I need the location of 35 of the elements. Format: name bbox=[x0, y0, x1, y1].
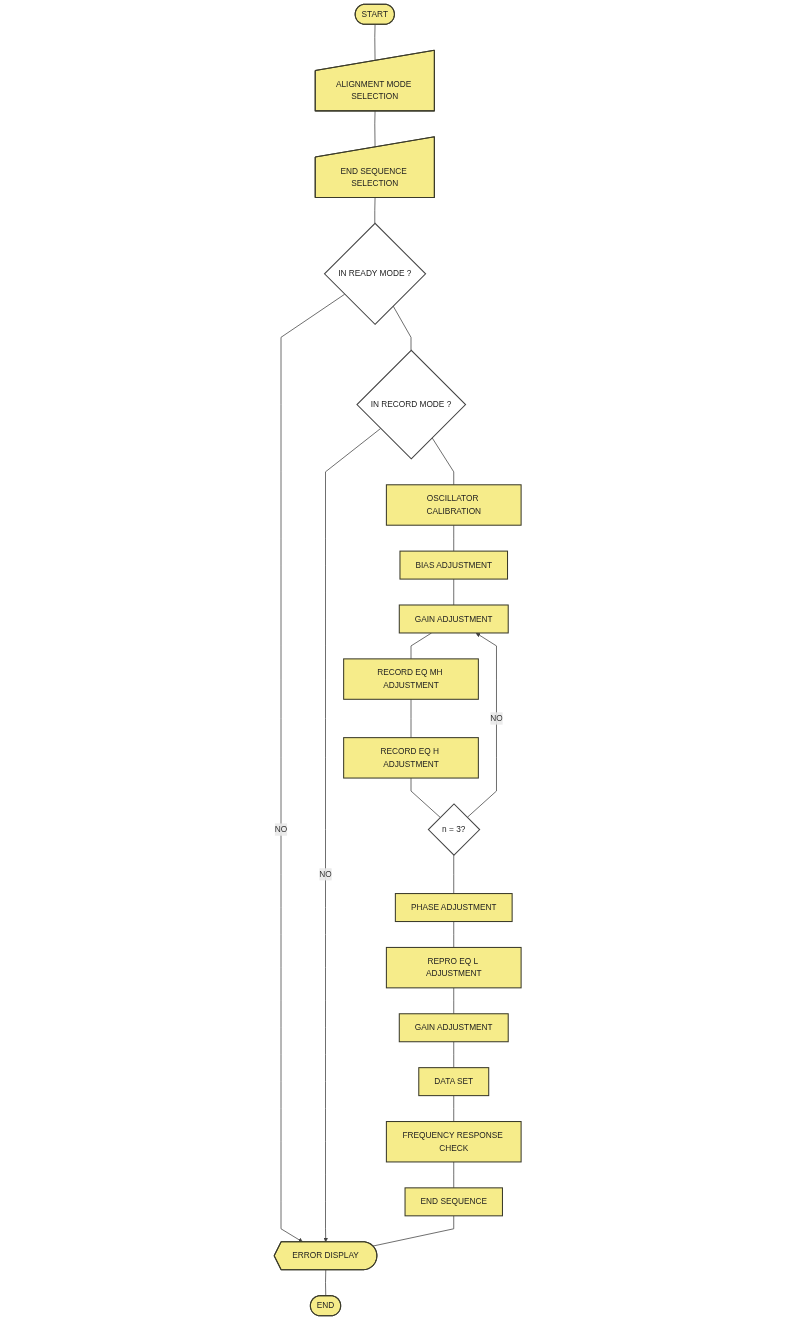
edge-label: NO bbox=[274, 824, 288, 834]
connector bbox=[392, 305, 412, 351]
node-box: OSCILLATOR CALIBRATION bbox=[385, 484, 522, 526]
connector bbox=[410, 632, 432, 660]
edge-label: NO bbox=[319, 869, 332, 879]
connector bbox=[453, 987, 454, 1015]
connector bbox=[410, 698, 412, 738]
connector bbox=[325, 1269, 327, 1297]
connector bbox=[453, 1095, 454, 1122]
node-box: FREQUENCY RESPONSE CHECK bbox=[385, 1121, 522, 1163]
node-diamond: IN READY MODE ? bbox=[323, 222, 427, 326]
connector bbox=[453, 921, 454, 948]
node-box: GAIN ADJUSTMENT bbox=[398, 1013, 509, 1043]
node-box: GAIN ADJUSTMENT bbox=[398, 604, 509, 634]
node-box: REPRO EQ L ADJUSTMENT bbox=[385, 946, 522, 989]
node-diamond: n = 3? bbox=[427, 803, 481, 856]
connector bbox=[374, 110, 376, 148]
node-box: END SEQUENCE bbox=[404, 1187, 503, 1217]
connector bbox=[431, 437, 454, 486]
node-box: BIAS ADJUSTMENT bbox=[399, 550, 508, 580]
connector bbox=[410, 777, 441, 818]
connector bbox=[374, 197, 376, 224]
connector bbox=[453, 524, 454, 552]
node-box: PHASE ADJUSTMENT bbox=[394, 893, 513, 923]
node-box: RECORD EQ MH ADJUSTMENT bbox=[343, 658, 479, 700]
connector bbox=[374, 24, 376, 61]
edge-label: NO bbox=[490, 713, 503, 723]
connector bbox=[453, 1161, 454, 1189]
node-box: DATA SET bbox=[418, 1067, 490, 1097]
connector bbox=[372, 1215, 454, 1247]
node-box: RECORD EQ H ADJUSTMENT bbox=[343, 737, 479, 779]
connector bbox=[453, 1041, 454, 1069]
connector bbox=[453, 578, 454, 606]
node-diamond: IN RECORD MODE ? bbox=[356, 349, 467, 460]
connector bbox=[453, 854, 454, 894]
